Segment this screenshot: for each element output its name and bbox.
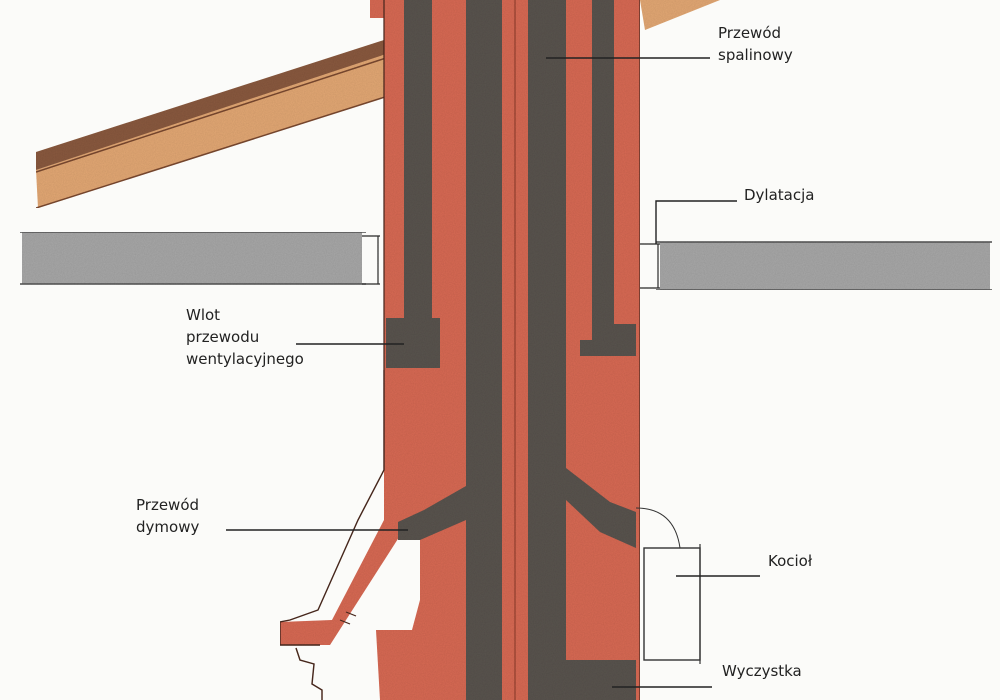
label-wyczystka: Wyczystka: [722, 662, 802, 680]
label-kociol: Kocioł: [768, 552, 813, 570]
roof-rafter-right: [640, 0, 720, 30]
floor-slab-left: [22, 232, 362, 284]
ventilation-duct-left: [390, 0, 440, 366]
label-przewod-spalinowy: Przewód spalinowy: [718, 24, 793, 64]
label-dylatacja: Dylatacja: [744, 186, 815, 204]
exhaust-flue-branch-right: [566, 468, 636, 548]
smoke-flue-branch-left: [398, 486, 466, 540]
label-przewod-dymowy: Przewód dymowy: [136, 496, 200, 536]
flue-channels: [386, 0, 636, 700]
smoke-flue-center-left: [466, 0, 502, 700]
inner-brick-block: [376, 530, 466, 700]
boiler-outline: [635, 507, 701, 664]
roof-rafter-lower: [36, 52, 388, 208]
leader-lines: [226, 57, 760, 688]
chimney-foot-slope: [280, 370, 410, 645]
boiler: [643, 547, 701, 661]
exhaust-flue-center-right: [528, 0, 566, 700]
leader-dylatacja: [655, 200, 737, 244]
ventilation-duct-right: [580, 0, 636, 356]
roof-rafters: [35, 0, 720, 209]
roof-rafter-upper: [36, 40, 386, 170]
ventilation-inlet: [386, 318, 440, 368]
floor-slabs: [20, 231, 992, 291]
cleanout-chamber: [566, 660, 636, 700]
floor-slab-right: [660, 242, 990, 290]
label-wlot-przewodu-wentylacyjnego: Wlot przewodu wentylacyjnego: [186, 306, 304, 368]
